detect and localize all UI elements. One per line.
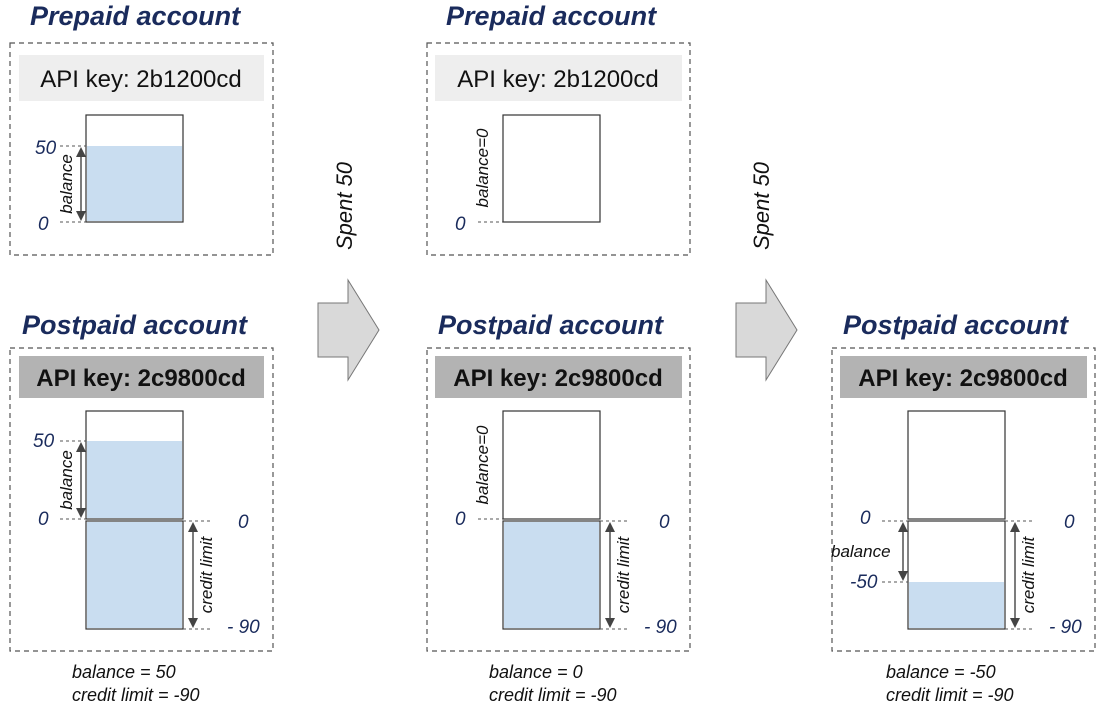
axis-label-50: 50 — [33, 431, 55, 452]
credit-limit-label: credit limit — [1019, 535, 1038, 613]
postpaid-key-box-2 — [435, 356, 682, 398]
postpaid-credit-fill-2 — [504, 522, 599, 628]
spent-label-2: Spent 50 — [749, 161, 774, 250]
prepaid-panel-1 — [9, 42, 274, 256]
postpaid-upper-box-3 — [907, 410, 1006, 520]
note-balance-3: balance = -50 — [886, 662, 996, 682]
axis-label-0-right: 0 — [1064, 512, 1075, 533]
arrow-right-icon — [735, 278, 798, 382]
spent-label-1: Spent 50 — [332, 161, 357, 250]
prepaid-balance-box-2 — [502, 114, 601, 223]
postpaid-panel-2 — [426, 347, 691, 652]
axis-label-0-right: 0 — [659, 512, 670, 533]
postpaid-panel-3 — [831, 347, 1096, 652]
axis-label-0: 0 — [38, 509, 49, 530]
postpaid-key-1: API key: 2c9800cd — [36, 365, 245, 392]
balance-zero-label: balance=0 — [473, 425, 492, 504]
prepaid-key-2: API key: 2b1200cd — [457, 66, 658, 93]
note-balance-1: balance = 50 — [72, 662, 176, 682]
prepaid-balance-fill-1 — [87, 146, 182, 221]
note-credit-3: credit limit = -90 — [886, 685, 1014, 705]
axis-label-0: 0 — [455, 214, 466, 235]
prepaid-key-box-2 — [435, 55, 682, 101]
postpaid-title-3: Postpaid account — [843, 310, 1069, 340]
arrow-right-icon — [317, 278, 380, 382]
axis-label-neg50: -50 — [850, 572, 878, 593]
axis-label-0: 0 — [860, 508, 871, 529]
prepaid-key-1: API key: 2b1200cd — [40, 66, 241, 93]
axis-label-0: 0 — [38, 214, 49, 235]
postpaid-title-1: Postpaid account — [22, 310, 248, 340]
credit-limit-label: credit limit — [614, 535, 633, 613]
postpaid-key-3: API key: 2c9800cd — [858, 365, 1067, 392]
prepaid-title-1: Prepaid account — [30, 1, 241, 31]
balance-label: balance — [57, 154, 76, 214]
postpaid-upper-box-2 — [502, 410, 601, 520]
axis-label-0: 0 — [455, 509, 466, 530]
balance-label: balance — [831, 542, 891, 561]
axis-label-neg90: - 90 — [227, 617, 260, 638]
postpaid-key-box-1 — [19, 356, 264, 398]
note-balance-2: balance = 0 — [489, 662, 583, 682]
postpaid-panel-1 — [9, 347, 274, 652]
note-credit-2: credit limit = -90 — [489, 685, 617, 705]
prepaid-title-2: Prepaid account — [446, 1, 657, 31]
postpaid-balance-fill-1 — [87, 441, 182, 518]
postpaid-credit-fill-3 — [909, 582, 1004, 628]
credit-limit-label: credit limit — [197, 535, 216, 613]
axis-label-50: 50 — [35, 138, 57, 159]
axis-label-0-right: 0 — [238, 512, 249, 533]
prepaid-key-box-1 — [19, 55, 264, 101]
postpaid-credit-fill-1 — [87, 522, 182, 628]
postpaid-title-2: Postpaid account — [438, 310, 664, 340]
postpaid-key-2: API key: 2c9800cd — [453, 365, 662, 392]
note-credit-1: credit limit = -90 — [72, 685, 200, 705]
postpaid-key-box-3 — [840, 356, 1087, 398]
balance-label: balance — [57, 450, 76, 510]
balance-zero-label: balance=0 — [473, 128, 492, 207]
prepaid-panel-2 — [426, 42, 691, 256]
axis-label-neg90: - 90 — [1049, 617, 1082, 638]
axis-label-neg90: - 90 — [644, 617, 677, 638]
